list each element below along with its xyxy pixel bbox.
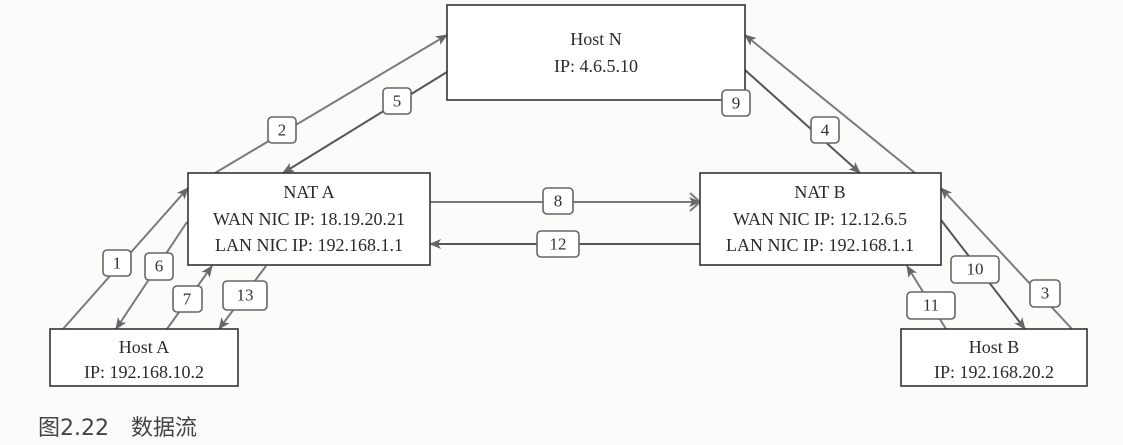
step-label-12: 12: [536, 230, 580, 258]
step-label-7: 7: [172, 285, 203, 313]
step-label-8: 8: [542, 187, 574, 215]
arrow-5: [282, 71, 448, 174]
step-labels: 1 2 3 4 5 6 7 8 9 10 11 12 13: [102, 87, 1061, 320]
svg-text:11: 11: [923, 296, 939, 315]
nat-a-box: NAT A WAN NIC IP: 18.19.20.21 LAN NIC IP…: [187, 172, 431, 266]
svg-text:5: 5: [393, 92, 402, 111]
svg-text:12: 12: [550, 235, 567, 254]
figure-title: 数据流: [131, 416, 198, 441]
step-label-11: 11: [906, 291, 956, 320]
host-n-name: Host N: [570, 29, 622, 49]
nat-a-lan: LAN NIC IP: 192.168.1.1: [215, 235, 403, 255]
arrow-9: [744, 69, 861, 174]
step-label-2: 2: [267, 116, 297, 144]
nat-a-name: NAT A: [283, 182, 334, 202]
svg-text:4: 4: [821, 121, 830, 140]
svg-text:6: 6: [155, 257, 164, 276]
figure-number: 图2.22: [38, 416, 109, 441]
svg-text:8: 8: [554, 192, 563, 211]
step-label-5: 5: [382, 87, 412, 115]
svg-text:9: 9: [732, 94, 741, 113]
host-a-ip: IP: 192.168.10.2: [84, 362, 204, 382]
host-n-ip: IP: 4.6.5.10: [554, 56, 638, 76]
host-a-name: Host A: [119, 337, 170, 357]
host-b-name: Host B: [969, 337, 1020, 357]
nat-a-wan: WAN NIC IP: 18.19.20.21: [213, 209, 405, 229]
step-label-6: 6: [144, 252, 174, 281]
step-label-13: 13: [222, 280, 268, 311]
host-n-box: Host N IP: 4.6.5.10: [446, 4, 746, 101]
host-a-box: Host A IP: 192.168.10.2: [49, 328, 239, 387]
step-label-1: 1: [102, 249, 132, 277]
arrow-2: [214, 34, 448, 174]
svg-text:10: 10: [967, 260, 984, 279]
svg-text:2: 2: [278, 121, 287, 140]
nat-b-box: NAT B WAN NIC IP: 12.12.6.5 LAN NIC IP: …: [699, 172, 942, 266]
nat-b-lan: LAN NIC IP: 192.168.1.1: [726, 235, 914, 255]
step-label-9: 9: [721, 89, 751, 117]
svg-text:1: 1: [113, 254, 122, 273]
host-b-ip: IP: 192.168.20.2: [934, 362, 1054, 382]
step-label-4: 4: [810, 116, 840, 144]
nat-b-name: NAT B: [794, 182, 845, 202]
svg-text:7: 7: [183, 290, 192, 309]
svg-text:13: 13: [237, 286, 254, 305]
figure-caption: 图2.22 数据流: [38, 410, 197, 442]
nat-b-wan: WAN NIC IP: 12.12.6.5: [733, 209, 907, 229]
host-b-box: Host B IP: 192.168.20.2: [900, 328, 1088, 387]
step-label-3: 3: [1029, 279, 1061, 308]
svg-text:3: 3: [1041, 284, 1050, 303]
arrow-4: [744, 34, 916, 174]
step-label-10: 10: [950, 255, 1000, 284]
